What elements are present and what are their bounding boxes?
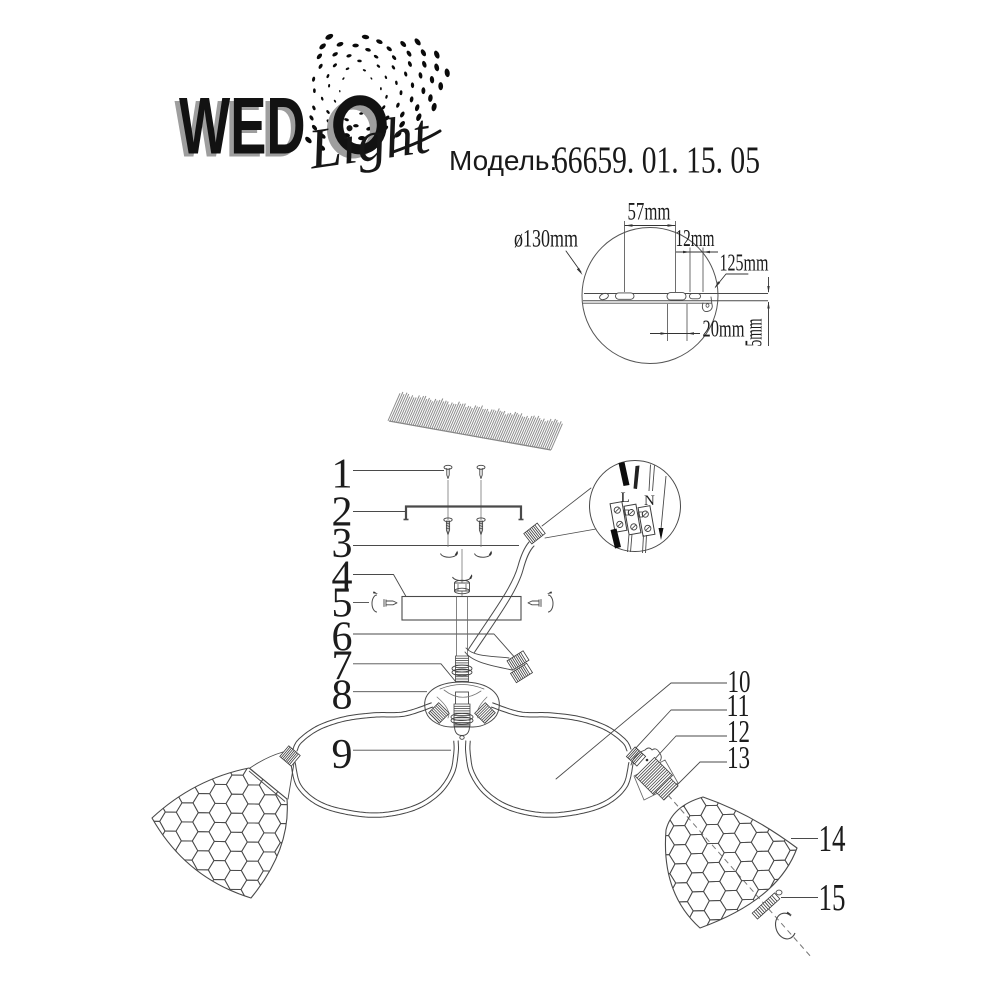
svg-text:9: 9 — [332, 732, 353, 778]
svg-text:8: 8 — [332, 673, 353, 719]
svg-text:6: 6 — [332, 615, 353, 661]
svg-text:12mm: 12mm — [676, 226, 715, 252]
svg-text:WED: WED — [175, 84, 302, 174]
svg-text:N: N — [644, 493, 655, 509]
svg-text:15: 15 — [819, 877, 846, 919]
svg-text:12: 12 — [727, 713, 750, 749]
svg-text:5mm: 5mm — [742, 318, 768, 346]
svg-text:57mm: 57mm — [628, 199, 671, 226]
svg-text:66659. 01. 15. 05: 66659. 01. 15. 05 — [553, 140, 760, 182]
svg-text:11: 11 — [727, 687, 750, 723]
svg-text:2: 2 — [332, 490, 353, 536]
svg-text:20mm: 20mm — [703, 317, 745, 343]
svg-text:4: 4 — [332, 554, 353, 600]
svg-text:Модель:: Модель: — [449, 145, 557, 176]
svg-text:13: 13 — [727, 739, 750, 775]
svg-text:WED: WED — [179, 81, 306, 171]
svg-text:10: 10 — [728, 663, 751, 699]
svg-text:7: 7 — [332, 644, 353, 690]
svg-text:14: 14 — [819, 818, 846, 860]
svg-text:1: 1 — [332, 452, 353, 498]
svg-text:ø130mm: ø130mm — [514, 226, 578, 253]
svg-text:5: 5 — [332, 581, 353, 627]
svg-text:3: 3 — [332, 521, 353, 567]
svg-text:L: L — [621, 490, 630, 506]
svg-text:125mm: 125mm — [720, 251, 769, 277]
